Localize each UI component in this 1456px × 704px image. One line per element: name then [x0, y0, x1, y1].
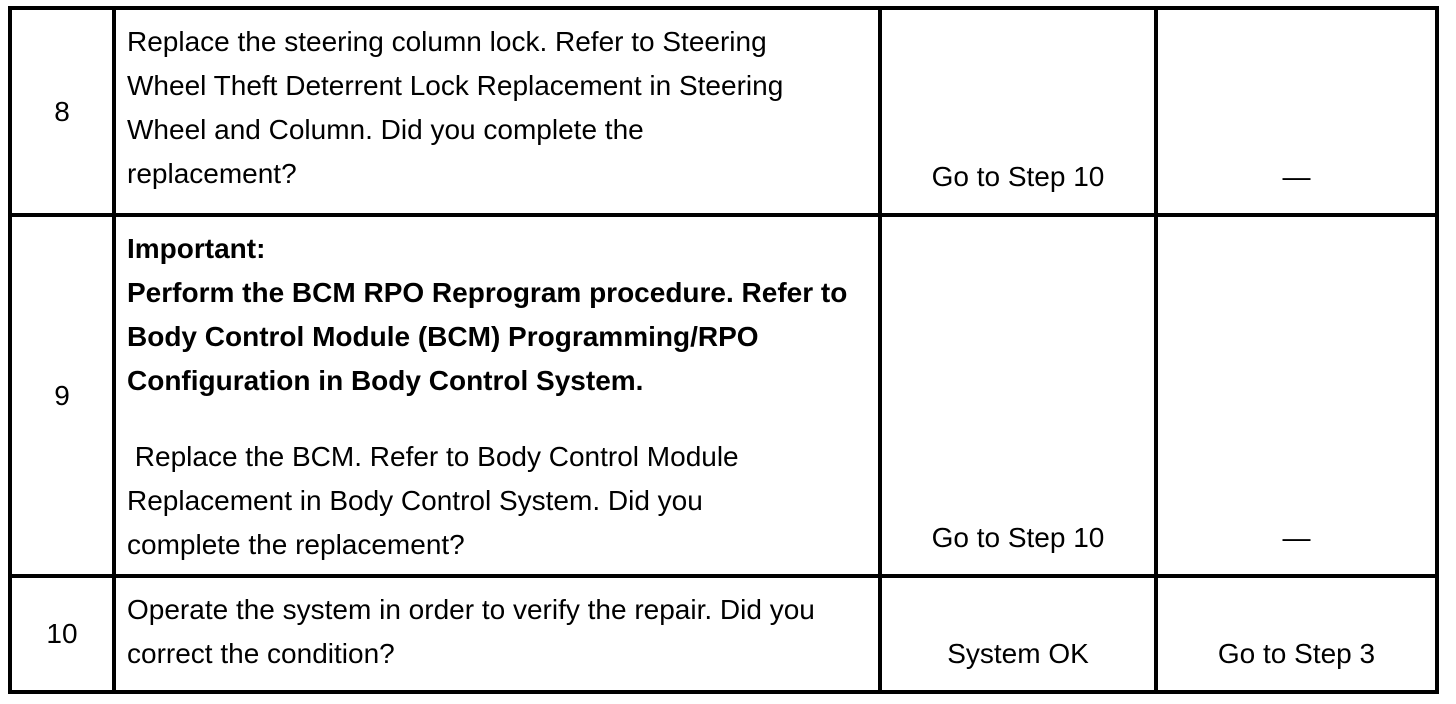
step-number: 10 [46, 618, 78, 649]
important-line: Perform the BCM RPO Reprogram procedure.… [127, 277, 848, 308]
action-line: Operate the system in order to verify th… [127, 594, 815, 625]
important-line: Important: [127, 233, 266, 264]
no-cell: Go to Step 3 [1158, 578, 1435, 690]
action-line: Replace the BCM. Refer to Body Control M… [127, 441, 739, 472]
action-line: Wheel and Column. Did you complete the [127, 114, 644, 145]
no-cell: — [1158, 217, 1435, 574]
no-action: — [1282, 522, 1311, 553]
step-cell: 10 [12, 578, 112, 690]
step-number: 8 [54, 95, 70, 127]
action-line: Wheel Theft Deterrent Lock Replacement i… [127, 70, 784, 101]
yes-cell: System OK [882, 578, 1154, 690]
action-line: correct the condition? [127, 638, 395, 669]
no-action: Go to Step 3 [1217, 638, 1376, 669]
yes-cell: Go to Step 10 [882, 217, 1154, 574]
yes-cell: Go to Step 10 [882, 10, 1154, 213]
important-line: Body Control Module (BCM) Programming/RP… [127, 321, 759, 352]
yes-action: Go to Step 10 [931, 161, 1105, 192]
yes-action: System OK [947, 638, 1089, 669]
action-cell: Operate the system in order to verify th… [116, 578, 878, 690]
action-line: replacement? [127, 158, 297, 189]
step-cell: 8 [12, 10, 112, 213]
action-line: Replacement in Body Control System. Did … [127, 485, 703, 516]
important-note: Important: Perform the BCM RPO Reprogram… [127, 227, 862, 403]
no-cell: — [1158, 10, 1435, 213]
action-cell: Replace the steering column lock. Refer … [116, 10, 878, 213]
no-action: — [1282, 161, 1311, 192]
important-line: Configuration in Body Control System. [127, 365, 644, 396]
step-cell: 9 [12, 217, 112, 574]
action-line: complete the replacement? [127, 529, 465, 560]
action-cell: Important: Perform the BCM RPO Reprogram… [116, 217, 878, 574]
diagnostic-table: 8 Replace the steering column lock. Refe… [8, 6, 1439, 694]
paragraph-gap [127, 403, 862, 435]
yes-action: Go to Step 10 [931, 522, 1105, 553]
action-line: Replace the steering column lock. Refer … [127, 26, 767, 57]
step-number: 9 [54, 379, 70, 411]
